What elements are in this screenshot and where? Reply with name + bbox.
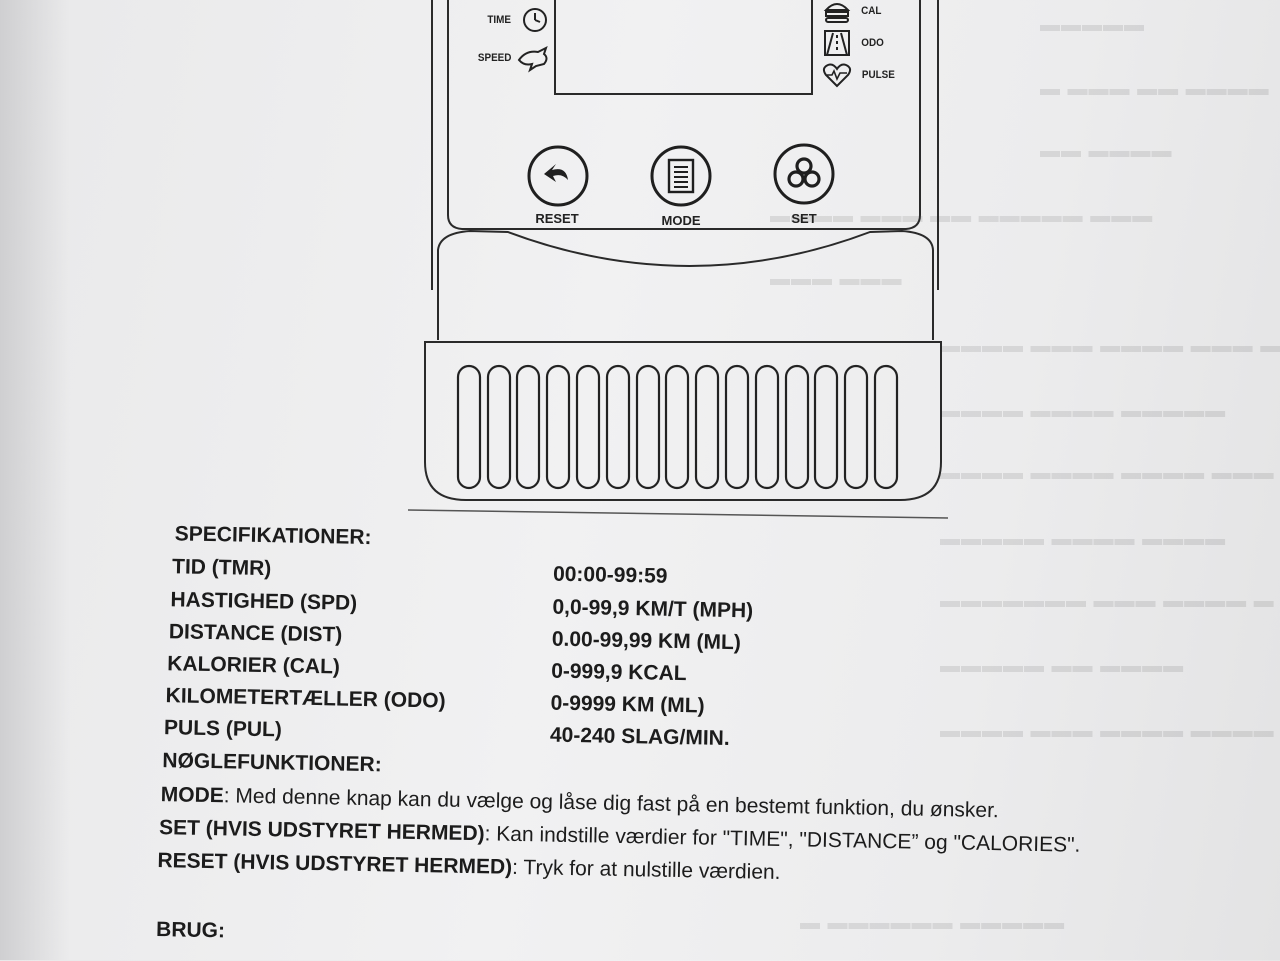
show-through-text: ▬▬ ▬▬▬▬ — [1040, 140, 1173, 162]
console-drawing — [407, 0, 949, 519]
function-text: : Kan indstille værdier for "TIME", "DIS… — [484, 822, 1081, 857]
functions-heading: NØGLEFUNKTIONER: — [162, 749, 382, 777]
reset-arrow-icon — [544, 164, 568, 182]
set-button-label: SET — [791, 211, 817, 226]
show-through-text: ▬▬▬ ▬▬▬ — [770, 268, 903, 290]
spec-label: HASTIGHED (SPD) — [170, 588, 358, 615]
show-through-text: ▬▬▬▬▬ ▬▬▬▬ ▬▬▬▬ — [940, 528, 1227, 550]
spec-value: 0,0-99,9 KM/T (MPH) — [552, 595, 754, 623]
show-through-text: ▬▬▬▬ ▬▬▬ ▬▬ ▬▬▬▬▬ ▬▬▬ — [770, 205, 1154, 227]
time-label: TIME — [487, 14, 511, 26]
spec-label: DISTANCE (DIST) — [168, 620, 343, 647]
function-key: SET (HVIS UDSTYRET HERMED) — [158, 816, 485, 846]
road-icon — [824, 30, 850, 56]
pulse-label: PULSE — [861, 69, 895, 81]
function-key: RESET (HVIS UDSTYRET HERMED) — [157, 849, 513, 879]
show-through-text: ▬ ▬▬▬▬▬▬ ▬▬▬▬▬ — [800, 912, 1066, 934]
console-illustration: TIME SPEED CAL ODO PULSE — [407, 0, 949, 519]
list-document-icon — [667, 158, 695, 194]
reset-button-label: RESET — [535, 211, 579, 226]
function-reset: RESET (HVIS UDSTYRET HERMED): Tryk for a… — [157, 849, 780, 885]
show-through-text: ▬▬▬▬ ▬▬▬▬ ▬▬▬▬ ▬▬▬ ▬ — [940, 462, 1280, 484]
spec-value: 40-240 SLAG/MIN. — [549, 723, 730, 751]
usage-heading: BRUG: — [155, 918, 226, 943]
spec-label: KALORIER (CAL) — [167, 652, 341, 679]
burger-icon — [823, 3, 851, 23]
specs-heading: SPECIFIKATIONER: — [174, 522, 372, 550]
show-through-text: ▬▬▬▬▬ — [1040, 14, 1145, 36]
function-text: : Med denne knap kan du vælge og låse di… — [223, 784, 999, 823]
function-text: : Tryk for at nulstille værdien. — [511, 855, 781, 885]
spec-label: TID (TMR) — [171, 555, 272, 581]
show-through-text: ▬▬▬▬▬▬▬ ▬▬▬ ▬▬▬▬ ▬ — [940, 590, 1275, 612]
function-key: MODE — [160, 783, 224, 808]
speed-label: SPEED — [477, 52, 512, 64]
heart-pulse-icon — [822, 63, 852, 88]
running-animal-icon — [517, 46, 548, 73]
show-through-text: ▬ ▬▬▬ ▬▬ ▬▬▬▬ — [1040, 78, 1270, 100]
gears-icon — [787, 157, 821, 188]
clock-icon — [523, 8, 547, 32]
spec-value: 0-999,9 KCAL — [550, 659, 687, 686]
odo-label: ODO — [861, 37, 884, 49]
function-mode: MODE: Med denne knap kan du vælge og lås… — [161, 783, 999, 823]
page-edge-shadow — [0, 0, 70, 960]
show-through-text: ▬▬▬▬ ▬▬▬ ▬▬▬▬ ▬▬▬▬ — [940, 720, 1275, 742]
spec-value: 00:00-99:59 — [552, 562, 668, 588]
show-through-text: ▬▬▬▬ ▬▬▬ ▬▬▬▬ ▬▬▬ ▬▬ — [940, 335, 1280, 357]
show-through-text: ▬▬▬▬ ▬▬▬▬ ▬▬▬▬▬ — [940, 400, 1227, 422]
mode-button-label: MODE — [661, 213, 701, 228]
show-through-text: ▬▬▬▬▬ ▬▬ ▬▬▬▬ — [940, 655, 1185, 677]
spec-value: 0.00-99,99 KM (ML) — [551, 627, 742, 655]
spec-label: PULS (PUL) — [163, 716, 283, 742]
cal-label: CAL — [861, 5, 882, 17]
spec-label: KILOMETERTÆLLER (ODO) — [165, 684, 446, 713]
spec-value: 0-9999 KM (ML) — [550, 691, 705, 718]
